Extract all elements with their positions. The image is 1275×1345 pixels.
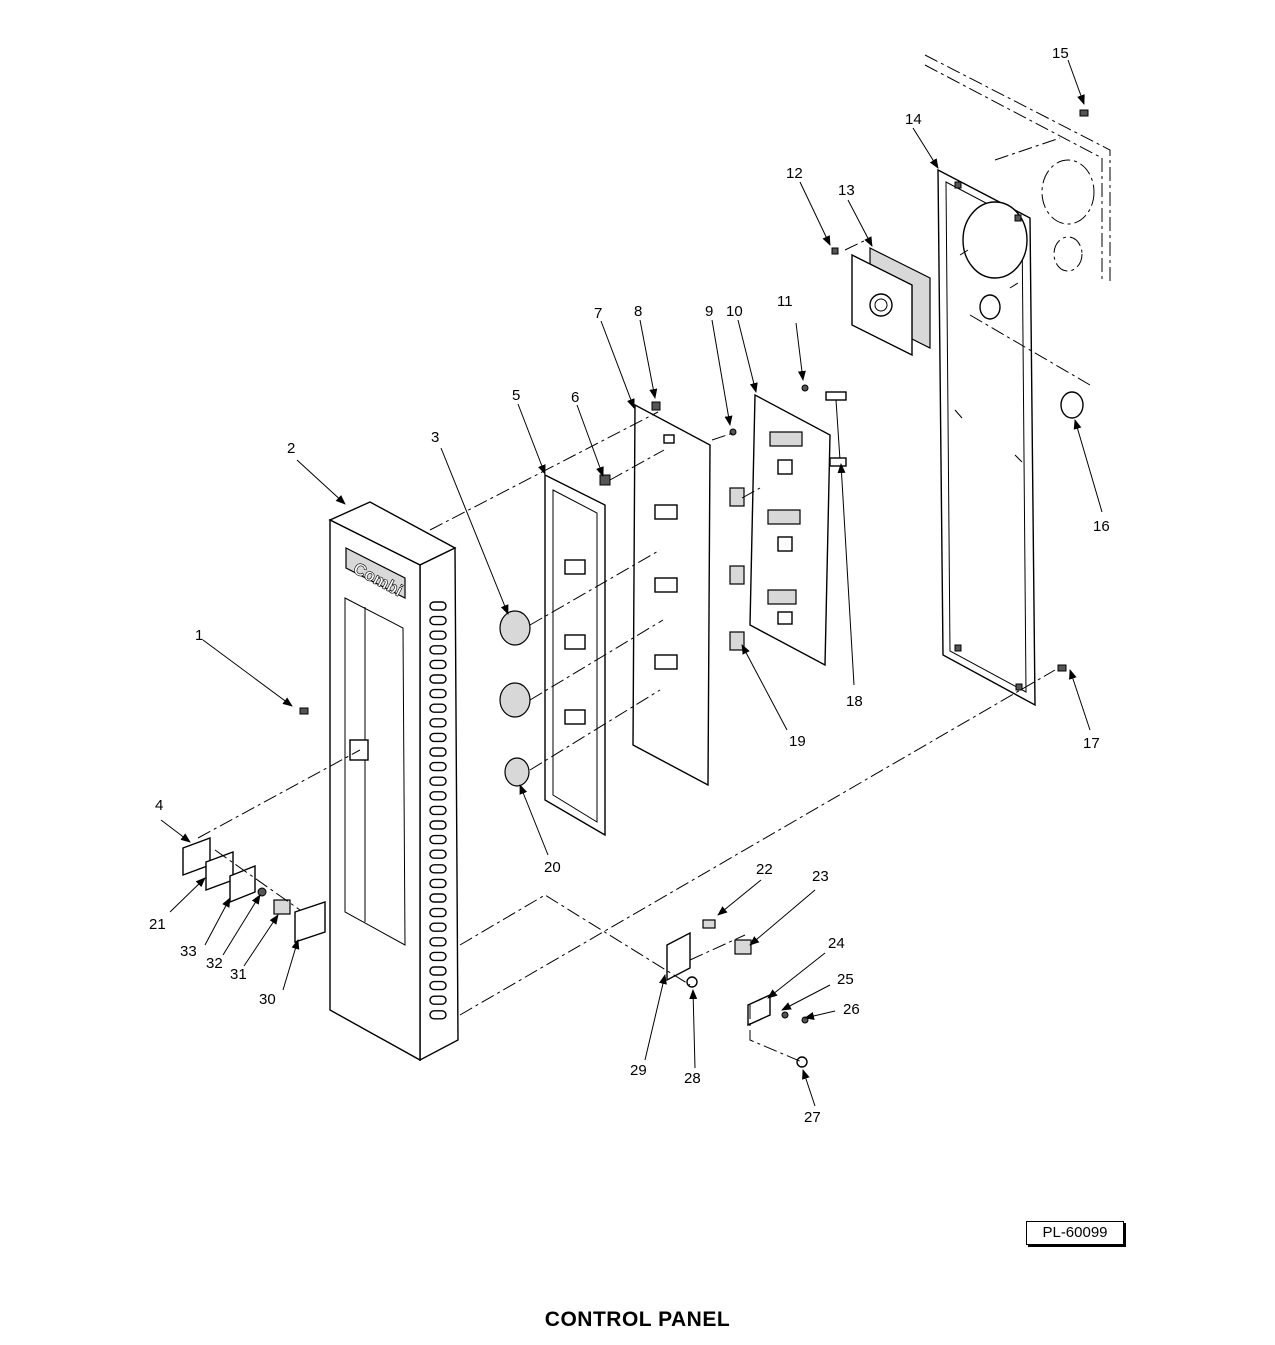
callout-7: 7 [594,305,602,322]
callout-20: 20 [544,859,561,876]
callout-2: 2 [287,440,295,457]
vent-slot [429,703,447,713]
vent-slot [429,630,447,640]
callout-12: 12 [786,165,803,182]
vent-slot [429,864,447,874]
callout-28: 28 [684,1070,701,1087]
vent-slot [429,645,447,655]
callout-23: 23 [812,868,829,885]
vent-slot [429,907,447,918]
vent-slot [429,966,447,976]
callout-33: 33 [180,943,197,960]
callout-17: 17 [1083,735,1100,752]
callout-32: 32 [206,955,223,972]
callout-9: 9 [705,303,713,320]
mounting-plate [599,403,711,787]
control-housing [328,501,459,1062]
callout-15: 15 [1052,45,1069,62]
vent-slot [429,732,447,743]
vent-slot [429,615,447,626]
callout-10: 10 [726,303,743,320]
callout-leaders [160,59,1103,1107]
callout-16: 16 [1093,518,1110,535]
vent-slot [429,791,447,801]
oven-wall-outline [924,54,1111,285]
callout-4: 4 [155,797,163,814]
callout-31: 31 [230,966,247,983]
callout-19: 19 [789,733,806,750]
callout-11: 11 [777,293,793,310]
vent-slots [429,601,447,1020]
vent-slot [429,951,447,962]
callout-1: 1 [195,627,203,644]
vent-slot [429,805,447,816]
vent-slot [429,776,447,786]
drawing-number-label: PL-60099 [1026,1221,1124,1245]
vent-slot [429,1010,447,1020]
vent-slot [429,878,447,889]
vent-slot [429,834,447,845]
callout-25: 25 [837,971,854,988]
callout-24: 24 [828,935,845,952]
gasket [544,473,606,837]
knobs [499,610,531,787]
callout-13: 13 [838,182,855,199]
vent-slot [429,718,447,728]
callout-14: 14 [905,111,922,128]
callout-5: 5 [512,387,520,404]
vent-slot [429,688,447,699]
back-panel [937,168,1036,707]
vent-slot [429,980,447,991]
vent-slot [429,820,447,830]
door-latch-assembly [182,836,326,943]
hardware [299,109,1089,761]
vent-slot [429,601,447,611]
callout-27: 27 [804,1109,821,1126]
callout-30: 30 [259,991,276,1008]
vent-slot [429,761,447,772]
vent-slot [429,922,447,932]
vent-slot [429,674,447,684]
callout-29: 29 [630,1062,647,1079]
callout-26: 26 [843,1001,860,1018]
door-switch-assembly [666,919,809,1068]
callout-18: 18 [846,693,863,710]
callout-numbers: 1 2 3 4 5 6 7 8 9 10 11 12 13 14 15 16 1… [149,45,1110,1126]
control-board [749,391,847,667]
vent-slot [429,995,447,1005]
vent-slot [429,893,447,903]
callout-3: 3 [431,429,439,446]
callout-8: 8 [634,303,642,320]
page-title: CONTROL PANEL [544,1308,731,1331]
callout-6: 6 [571,389,579,406]
callout-22: 22 [756,861,773,878]
vent-slot [429,747,447,757]
transformer [831,247,931,357]
vent-slot [429,849,447,859]
vent-slot [429,937,447,947]
callout-21: 21 [149,916,166,933]
vent-slot [429,659,447,670]
connectors [729,487,745,651]
